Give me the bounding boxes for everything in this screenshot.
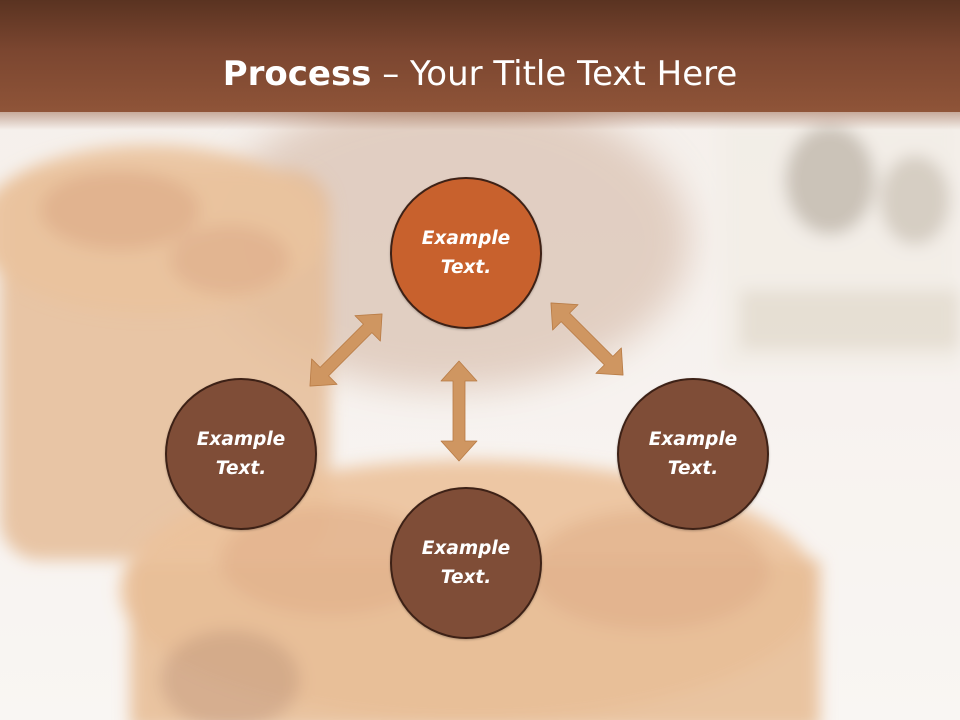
- node-right-text: Example Text.: [648, 429, 738, 479]
- title-bar-fade: [0, 108, 960, 130]
- title-bar: [0, 0, 960, 112]
- node-bottom-text: Example Text.: [421, 538, 511, 588]
- title-rest: – Your Title Text Here: [371, 54, 738, 94]
- process-node-top[interactable]: Example Text.: [390, 177, 542, 329]
- process-node-bottom[interactable]: Example Text.: [390, 487, 542, 639]
- process-node-right[interactable]: Example Text.: [617, 378, 769, 530]
- title-bold: Process: [222, 54, 372, 94]
- node-top-text: Example Text.: [421, 228, 511, 278]
- process-node-left[interactable]: Example Text.: [165, 378, 317, 530]
- slide-title[interactable]: Process – Your Title Text Here: [0, 52, 960, 96]
- node-left-text: Example Text.: [196, 429, 286, 479]
